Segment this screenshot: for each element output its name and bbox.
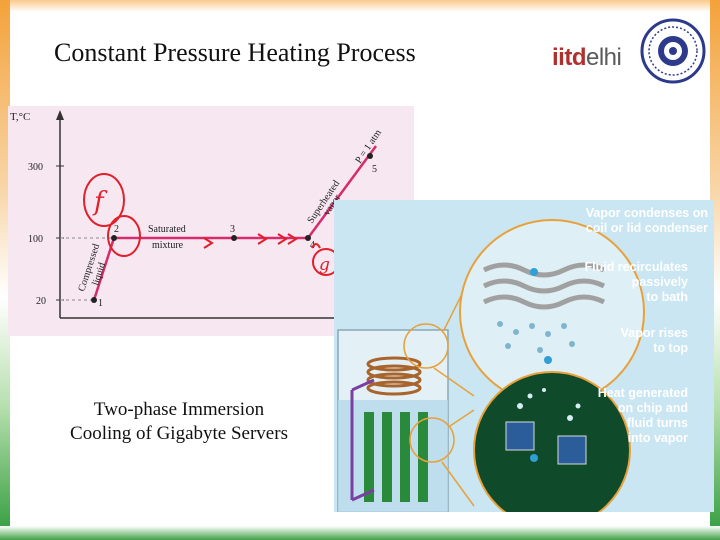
condenser-coil <box>366 356 422 396</box>
server-board-3 <box>400 412 410 502</box>
server-board-1 <box>364 412 374 502</box>
y-axis-arrow <box>56 110 64 120</box>
annotation-circle-f <box>83 173 125 227</box>
top-border <box>0 0 720 12</box>
state-point-1 <box>91 297 97 303</box>
magnified-chip-detail <box>473 371 631 512</box>
right-border <box>710 0 720 540</box>
callout-circle-top <box>403 323 449 369</box>
condensate-droplets <box>497 321 575 353</box>
infographic-illustration <box>337 219 645 512</box>
callout-dot-2 <box>544 356 552 364</box>
point-label-1: 1 <box>98 298 103 309</box>
left-border <box>0 0 10 540</box>
label-heat-generated: Heat generated on chip and fluid turns i… <box>597 386 688 445</box>
fluid-bath <box>338 400 448 512</box>
state-point-5 <box>367 153 373 159</box>
y-tick-label-100: 100 <box>28 234 43 245</box>
state-point-4 <box>305 235 311 241</box>
annotation-mark <box>311 243 321 249</box>
saturated-label: Saturated <box>148 224 186 235</box>
callout-line-3 <box>449 409 475 427</box>
y-axis-label: T,°C <box>10 111 30 123</box>
pressure-label: P = 1 atm <box>353 128 384 166</box>
label-vapor-rises: Vapor rises to top <box>620 326 688 355</box>
magnified-coil <box>482 262 606 310</box>
chip-2 <box>557 435 587 465</box>
mixture-label: mixture <box>152 240 184 251</box>
institute-seal-icon <box>640 18 706 84</box>
process-line <box>92 145 378 301</box>
label-fluid-recirculates: Fluid recirculates passively to bath <box>584 260 688 304</box>
server-board-4 <box>418 412 428 502</box>
callout-line-2 <box>433 367 475 397</box>
slide-title: Constant Pressure Heating Process <box>54 38 416 67</box>
callout-circle-bottom <box>409 417 455 463</box>
y-tick-label-300: 300 <box>28 162 43 173</box>
y-tick-label-20: 20 <box>36 296 46 307</box>
annotation-g: g <box>319 255 330 275</box>
immersion-cooling-infographic: Vapor condenses on coil or lid condenser… <box>334 200 714 512</box>
callout-dot-1 <box>530 268 538 276</box>
point-label-2: 2 <box>114 224 119 235</box>
callout-line-4 <box>441 461 475 507</box>
logo-wordmark: iitdelhi <box>552 44 622 71</box>
figure-caption: Two-phase Immersion Cooling of Gigabyte … <box>70 399 288 444</box>
state-point-3 <box>231 235 237 241</box>
callout-dot-3 <box>530 454 538 462</box>
annotation-circle-point-2 <box>107 215 141 257</box>
annotation-arrows <box>203 233 298 249</box>
point-label-3: 3 <box>230 224 235 235</box>
point-label-5: 5 <box>372 164 377 175</box>
label-vapor-condenses: Vapor condenses on coil or lid condenser <box>585 206 708 235</box>
bottom-border <box>0 526 720 540</box>
vapor-bubbles <box>517 388 581 421</box>
chip <box>505 421 535 451</box>
state-point-2 <box>111 235 117 241</box>
iitd-logo: iitdelhi <box>552 14 710 102</box>
annotation-f: f <box>92 187 108 217</box>
annotation-loop <box>350 378 375 502</box>
server-board-2 <box>382 412 392 502</box>
